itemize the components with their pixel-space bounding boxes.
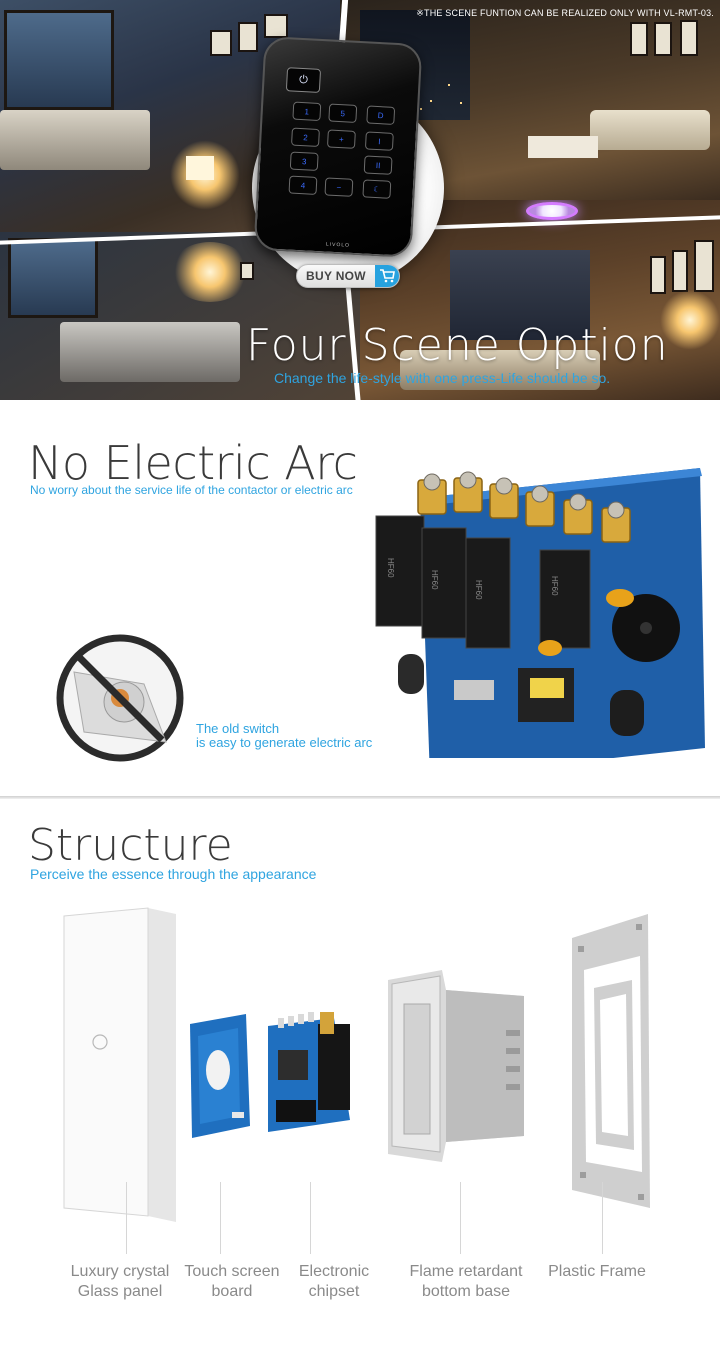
callout-line [310, 1182, 311, 1254]
bed [60, 322, 240, 382]
remote-button-ii: II [363, 155, 393, 175]
part-label-line: Luxury crystal [70, 1263, 170, 1280]
part-label-line: Glass panel [77, 1283, 163, 1300]
wall-frame [240, 262, 254, 280]
cube-lamp [186, 156, 214, 180]
structure-title: Structure [28, 820, 233, 871]
part-label-line: chipset [308, 1283, 360, 1300]
svg-text:HF60: HF60 [474, 580, 483, 600]
buy-now-label: BUY NOW [306, 269, 366, 283]
part-label-line: board [211, 1283, 253, 1300]
wall-frame [672, 250, 688, 292]
touch-board-part [190, 1014, 250, 1138]
arc-subtitle: No worry about the service life of the c… [30, 483, 353, 497]
remote-button-i: I [364, 131, 394, 151]
remote-control: ⏻ 1 5 D 2 + I 3 II 4 − ☾ LIVOLO [253, 36, 423, 258]
chipset-part [268, 1012, 350, 1132]
wall-frame [680, 20, 698, 56]
arc-note: The old switch is easy to generate elect… [196, 722, 372, 750]
part-label-chipset: Electronic chipset [284, 1262, 384, 1302]
remote-button-5: 5 [328, 103, 358, 123]
part-label-bottom-base: Flame retardant bottom base [398, 1262, 534, 1302]
wall-frame [210, 30, 232, 56]
floor-lamp-glow [660, 290, 720, 350]
structure-subtitle: Perceive the essence through the appeara… [30, 866, 317, 882]
remote-button-3: 3 [289, 151, 319, 171]
part-label-line: Electronic [298, 1263, 370, 1280]
cart-icon [375, 265, 399, 287]
window [450, 250, 590, 340]
part-label-touch-board: Touch screen board [176, 1262, 288, 1302]
svg-text:HF60: HF60 [550, 576, 559, 596]
part-label-line: bottom base [421, 1283, 511, 1300]
remote-brand: LIVOLO [325, 241, 351, 249]
prohibited-arc-icon [56, 634, 184, 762]
remote-button-plus: + [326, 129, 356, 149]
power-icon: ⏻ [285, 67, 322, 93]
glass-panel-part [63, 907, 176, 1222]
wall-frame [654, 22, 672, 56]
section-divider [0, 796, 720, 799]
bed [0, 110, 150, 170]
wall-frame [630, 22, 648, 56]
relay-board-image: HF60 HF60 HF60 HF60 [375, 468, 705, 758]
scene-title: Four Scene Option [246, 320, 669, 371]
part-label-line: Plastic Frame [548, 1263, 646, 1280]
remote-button-minus: − [324, 177, 354, 197]
remote-button-4: 4 [288, 175, 318, 195]
no-arc-section: No Electric Arc No worry about the servi… [0, 400, 720, 798]
scene-subtitle: Change the life-style with one press-Lif… [274, 370, 611, 386]
plastic-frame-part [572, 914, 650, 1208]
wall-frame [264, 14, 288, 38]
bottom-base-part [388, 970, 524, 1162]
remote-button-moon: ☾ [362, 179, 392, 199]
sofa [590, 110, 710, 150]
ceiling-light [526, 202, 578, 220]
arc-title: No Electric Arc [28, 436, 358, 490]
remote-button-2: 2 [291, 127, 320, 148]
wall-frame [238, 22, 258, 52]
wall-frame [694, 240, 714, 292]
remote-button-d: D [366, 105, 396, 125]
wall-light-glow [170, 242, 250, 302]
callout-line [460, 1182, 461, 1254]
sofa [400, 350, 600, 390]
part-label-glass: Luxury crystal Glass panel [62, 1262, 178, 1302]
buy-now-button[interactable]: BUY NOW [296, 264, 400, 288]
wall-frame [650, 256, 666, 294]
part-label-frame: Plastic Frame [540, 1262, 654, 1282]
scene-disclaimer: ※THE SCENE FUNTION CAN BE REALIZED ONLY … [416, 8, 714, 18]
callout-line [220, 1182, 221, 1254]
svg-text:HF60: HF60 [430, 570, 439, 590]
window [4, 10, 114, 110]
scene-banner: ※THE SCENE FUNTION CAN BE REALIZED ONLY … [0, 0, 720, 400]
callout-line [602, 1182, 603, 1254]
coffee-table [528, 136, 598, 158]
remote-button-1: 1 [292, 101, 322, 122]
arc-note-line-2: is easy to generate electric arc [196, 735, 373, 750]
part-label-line: Touch screen [184, 1263, 280, 1280]
callout-line [126, 1182, 127, 1254]
svg-text:HF60: HF60 [386, 558, 395, 578]
structure-section: Structure Perceive the essence through t… [0, 800, 720, 1350]
arc-note-line-1: The old switch [196, 721, 280, 736]
part-label-line: Flame retardant [409, 1263, 523, 1280]
exploded-view-image [63, 907, 650, 1222]
window [8, 238, 98, 318]
